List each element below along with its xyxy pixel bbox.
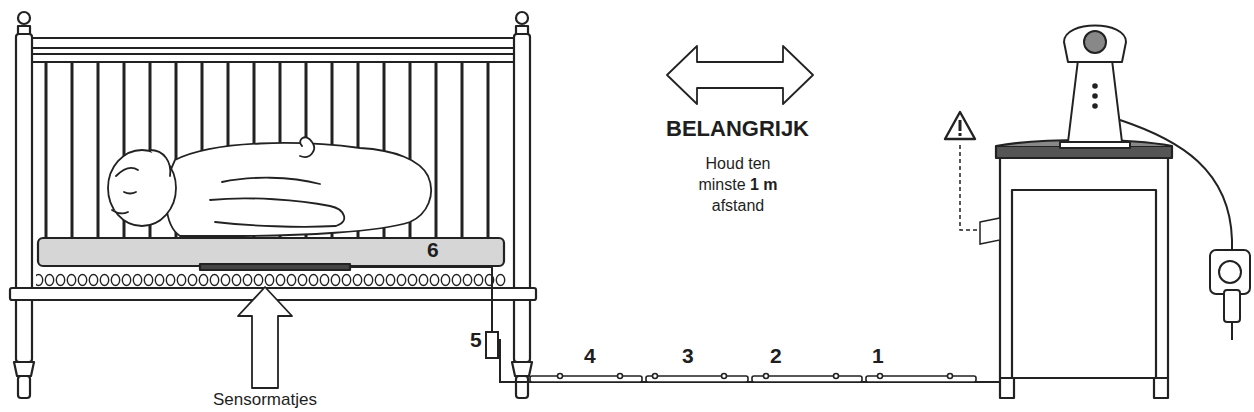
crib-top-rail bbox=[30, 38, 518, 48]
note-line: afstand bbox=[686, 196, 790, 217]
cable-plates bbox=[530, 374, 976, 383]
note-distance: 1 m bbox=[750, 176, 778, 193]
crib-post-left bbox=[14, 12, 34, 398]
crib-post-right bbox=[512, 12, 532, 398]
distance-arrow bbox=[667, 46, 813, 104]
callout-number: 5 bbox=[470, 328, 482, 352]
power-cord bbox=[1120, 120, 1250, 340]
crib-inner-rail bbox=[30, 54, 518, 62]
part-label: Sensormatjes bbox=[213, 390, 317, 410]
callout-number: 2 bbox=[770, 344, 782, 368]
callout-number: 3 bbox=[682, 344, 694, 368]
baby-figure bbox=[108, 137, 431, 236]
nightstand bbox=[996, 140, 1172, 398]
crib-bars bbox=[46, 60, 488, 246]
callout-number: 6 bbox=[427, 238, 439, 262]
note-text: Houd ten minste1 mafstand bbox=[686, 154, 790, 216]
sensor-cable bbox=[350, 267, 1000, 382]
callout-number: 4 bbox=[584, 344, 596, 368]
sensor-mat bbox=[200, 264, 350, 270]
bed-springs bbox=[36, 271, 506, 287]
mattress bbox=[38, 238, 504, 266]
callout-number: 1 bbox=[872, 344, 884, 368]
warning-sticker bbox=[945, 112, 1000, 244]
heading-label: BELANGRIJK bbox=[666, 116, 809, 141]
sensor-arrow bbox=[238, 287, 292, 388]
monitor-unit bbox=[1060, 26, 1130, 149]
